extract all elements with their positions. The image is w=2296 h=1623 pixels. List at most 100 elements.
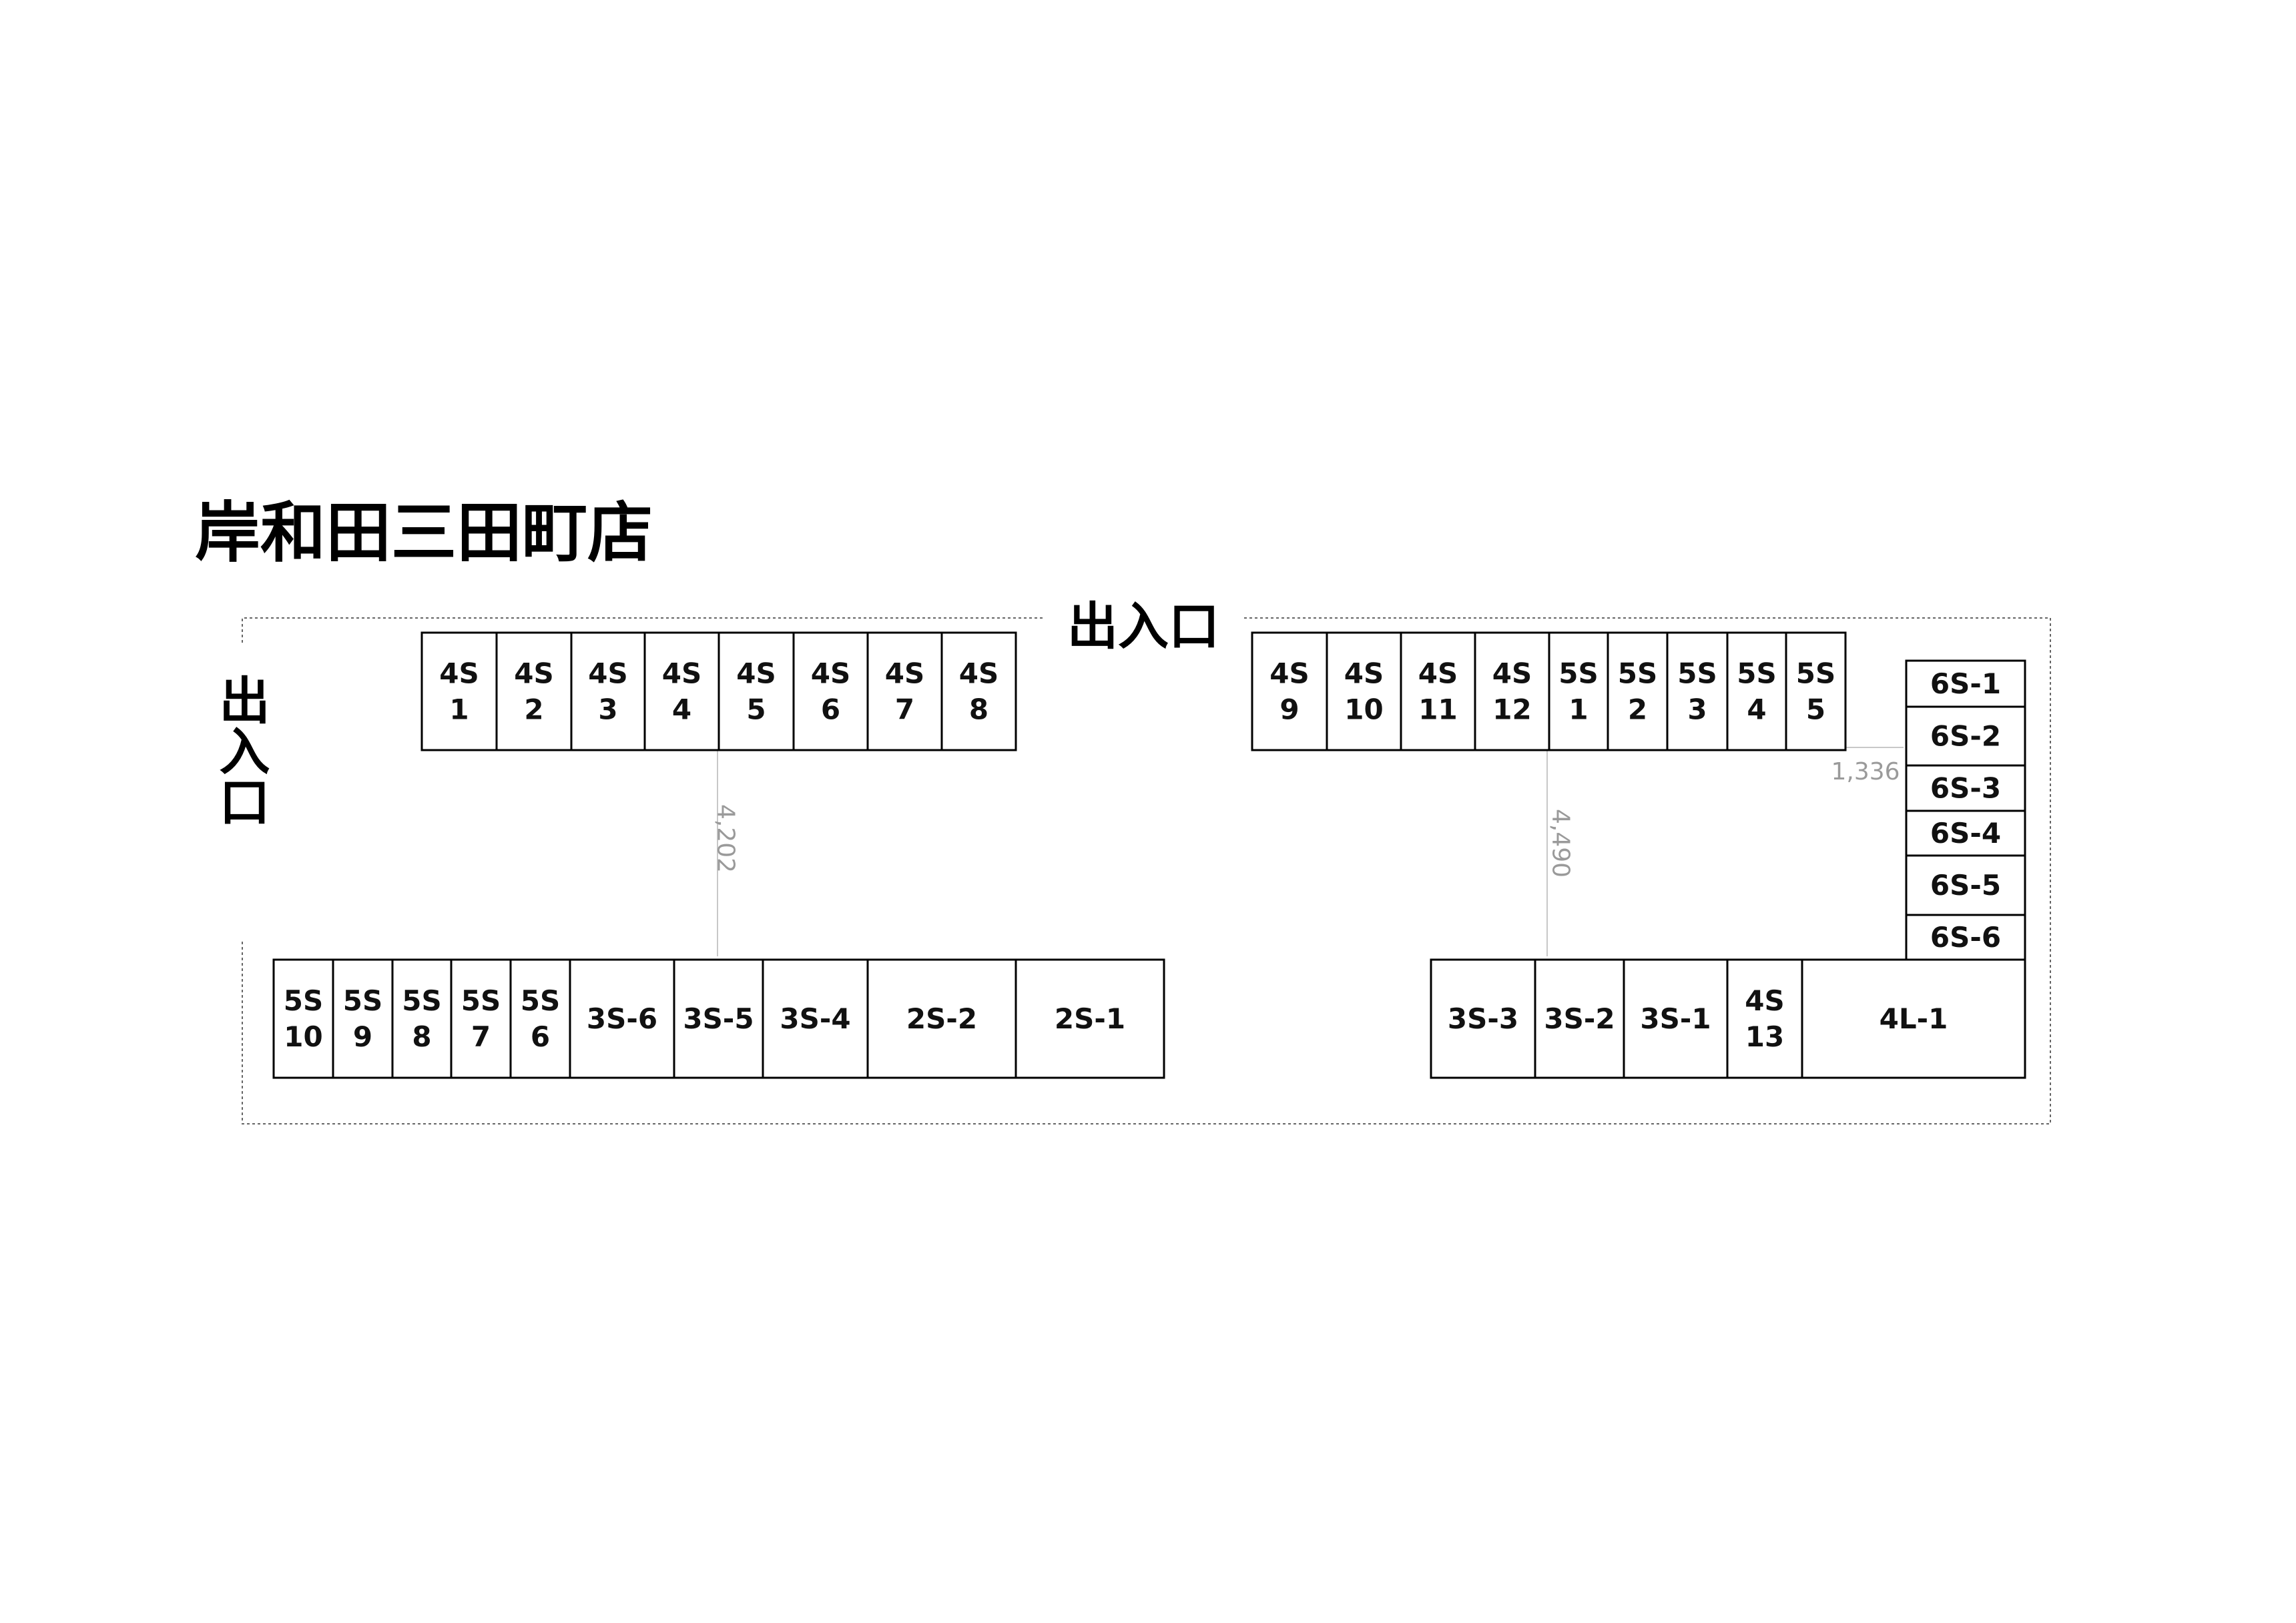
unit-box [1400, 631, 1476, 751]
unit-box [1251, 631, 1328, 751]
storage-unit-4S-8[interactable]: 4S8 [940, 631, 1017, 751]
storage-unit-3S-2[interactable]: 3S-2 [1534, 958, 1625, 1079]
unit-label-line: 5S [284, 984, 323, 1017]
unit-label-line: 7 [471, 1020, 491, 1053]
unit-label-line: 3S-4 [780, 1002, 850, 1035]
unit-box [1548, 631, 1609, 751]
unit-box [450, 958, 512, 1079]
unit-label-line: 4S [1269, 657, 1309, 690]
unit-box [391, 958, 453, 1079]
unit-label-line: 4S [1344, 657, 1384, 690]
storage-unit-3S-4[interactable]: 3S-4 [762, 958, 869, 1079]
unit-label-line: 3S-5 [683, 1002, 754, 1035]
unit-label-line: 6S-4 [1930, 817, 2001, 850]
storage-unit-6S-4[interactable]: 6S-4 [1905, 809, 2026, 857]
storage-unit-4S-1[interactable]: 4S1 [420, 631, 498, 751]
unit-label-line: 6S-1 [1930, 667, 2001, 700]
unit-label-line: 2S-2 [906, 1002, 977, 1035]
unit-label-line: 6 [531, 1020, 550, 1053]
storage-unit-5S-7[interactable]: 5S7 [450, 958, 512, 1079]
unit-box [509, 958, 571, 1079]
unit-label-line: 1 [1568, 693, 1588, 726]
unit-label-line: 8 [969, 693, 988, 726]
unit-label-line: 2 [524, 693, 543, 726]
storage-unit-2S-1[interactable]: 2S-1 [1015, 958, 1165, 1079]
unit-label-line: 1 [449, 693, 469, 726]
unit-label-line: 5S [1677, 657, 1717, 690]
storage-unit-6S-1[interactable]: 6S-1 [1905, 659, 2026, 708]
unit-label-line: 2 [1628, 693, 1647, 726]
unit-box [1905, 914, 2026, 961]
storage-unit-6S-5[interactable]: 6S-5 [1905, 854, 2026, 916]
storage-unit-6S-2[interactable]: 6S-2 [1905, 705, 2026, 767]
unit-box [1666, 631, 1729, 751]
unit-label-line: 5S [521, 984, 560, 1017]
unit-label-line: 5S [402, 984, 441, 1017]
unit-label-line: 5S [461, 984, 501, 1017]
unit-label-line: 3S-1 [1640, 1002, 1711, 1035]
unit-label-line: 2S-1 [1055, 1002, 1125, 1035]
unit-box [570, 631, 646, 751]
unit-label-line: 6S-6 [1930, 921, 2001, 954]
unit-label-line: 10 [1344, 693, 1383, 726]
unit-box [569, 958, 675, 1079]
unit-label-line: 5 [746, 693, 766, 726]
unit-label-line: 11 [1418, 693, 1457, 726]
unit-box [1905, 705, 2026, 767]
storage-unit-5S-9[interactable]: 5S9 [332, 958, 394, 1079]
storage-unit-4S-2[interactable]: 4S2 [495, 631, 573, 751]
storage-unit-3S-1[interactable]: 3S-1 [1623, 958, 1729, 1079]
unit-label-line: 4S [959, 657, 998, 690]
storage-unit-4S-6[interactable]: 4S6 [792, 631, 869, 751]
storage-unit-3S-5[interactable]: 3S-5 [673, 958, 764, 1079]
dimension-lines [717, 747, 1904, 956]
unit-box [420, 631, 498, 751]
unit-label-line: 5 [1806, 693, 1825, 726]
unit-label-line: 4S [885, 657, 924, 690]
storage-unit-4L-1[interactable]: 4L-1 [1801, 958, 2026, 1079]
unit-box [495, 631, 573, 751]
storage-unit-3S-6[interactable]: 3S-6 [569, 958, 675, 1079]
storage-unit-5S-3[interactable]: 5S3 [1666, 631, 1729, 751]
unit-label-line: 3S-2 [1544, 1002, 1615, 1035]
unit-box [792, 631, 869, 751]
storage-unit-6S-3[interactable]: 6S-3 [1905, 764, 2026, 812]
dimension-label-right-gap: 4,490 [1547, 809, 1574, 878]
unit-label-line: 4S [514, 657, 553, 690]
storage-unit-3S-3[interactable]: 3S-3 [1430, 958, 1536, 1079]
unit-label-line: 5S [1558, 657, 1598, 690]
storage-unit-4S-3[interactable]: 4S3 [570, 631, 646, 751]
storage-unit-2S-2[interactable]: 2S-2 [866, 958, 1017, 1079]
storage-unit-4S-5[interactable]: 4S5 [718, 631, 795, 751]
storage-unit-6S-6[interactable]: 6S-6 [1905, 914, 2026, 961]
unit-label-line: 4 [1747, 693, 1766, 726]
storage-unit-5S-8[interactable]: 5S8 [391, 958, 453, 1079]
storage-unit-4S-9[interactable]: 4S9 [1251, 631, 1328, 751]
unit-box [1534, 958, 1625, 1079]
storage-unit-5S-4[interactable]: 5S4 [1726, 631, 1787, 751]
storage-unit-4S-4[interactable]: 4S4 [643, 631, 720, 751]
unit-box [1474, 631, 1550, 751]
storage-unit-5S-6[interactable]: 5S6 [509, 958, 571, 1079]
unit-box [1326, 631, 1402, 751]
unit-label-line: 4L-1 [1880, 1002, 1948, 1035]
unit-box [1801, 958, 2026, 1079]
storage-unit-5S-5[interactable]: 5S5 [1785, 631, 1847, 751]
dimension-label-left-gap: 4,202 [712, 804, 740, 873]
storage-unit-5S-2[interactable]: 5S2 [1607, 631, 1669, 751]
unit-label-line: 4S [1418, 657, 1458, 690]
storage-unit-4S-7[interactable]: 4S7 [866, 631, 943, 751]
storage-unit-5S-1[interactable]: 5S1 [1548, 631, 1609, 751]
unit-box [1785, 631, 1847, 751]
unit-label-line: 6S-3 [1930, 772, 2001, 805]
